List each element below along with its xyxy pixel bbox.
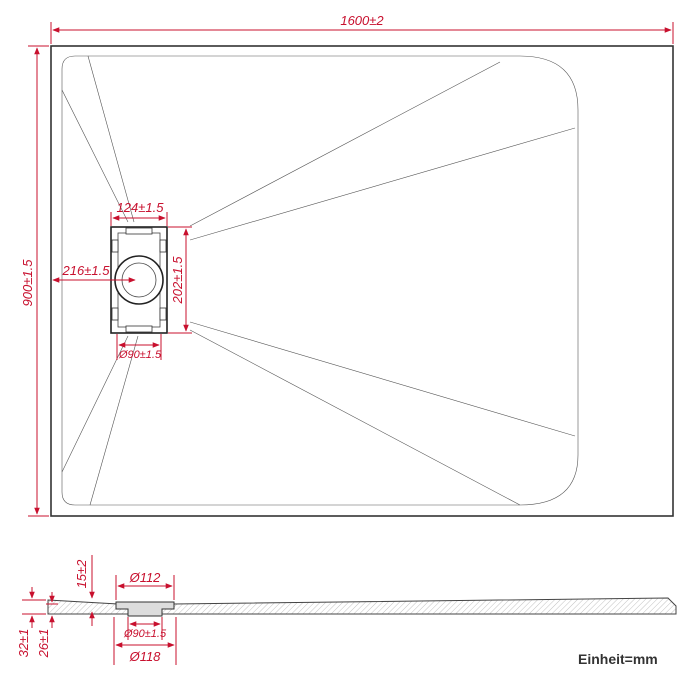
dim-drain-offset-label: 216±1.5 [62, 263, 111, 278]
dim-drain-width-label: 124±1.5 [117, 200, 165, 215]
dim-bottom-hole: Ø90±1.5 [123, 617, 167, 640]
dim-body-height-label: 26±1 [36, 629, 51, 659]
dim-total-height: 32±1 [16, 587, 46, 657]
dim-body-height: 26±1 [36, 592, 58, 658]
dim-length: 1600±2 [50, 13, 674, 44]
dim-length-label: 1600±2 [340, 13, 384, 28]
dim-top-lip: 15±2 [74, 555, 95, 626]
dim-flange: Ø112 [115, 570, 175, 600]
dim-top-lip-label: 15±2 [74, 559, 89, 589]
dim-flange-label: Ø112 [129, 570, 162, 585]
dim-drain-offset: 216±1.5 [52, 263, 136, 283]
dim-width: 900±1.5 [20, 45, 49, 517]
unit-label: Einheit=mm [578, 651, 658, 667]
top-view: 1600±2 900±1.5 124±1.5 202±1.5 216±1.5 [20, 13, 674, 517]
drain-flange [115, 601, 175, 617]
drain-housing [110, 226, 168, 334]
dim-bottom-diameter-label: Ø118 [129, 649, 162, 664]
tray-outline [50, 45, 674, 517]
dim-drain-height: 202±1.5 [168, 226, 192, 334]
dim-drain-hole-label: Ø90±1.5 [118, 349, 162, 361]
dim-drain-hole: Ø90±1.5 [116, 334, 162, 361]
dim-drain-height-label: 202±1.5 [170, 256, 185, 305]
dim-drain-width: 124±1.5 [110, 200, 168, 226]
dim-bottom-diameter: Ø118 [113, 617, 177, 665]
dim-bottom-hole-label: Ø90±1.5 [123, 628, 167, 640]
dim-total-height-label: 32±1 [16, 629, 31, 658]
dim-width-label: 900±1.5 [20, 259, 35, 307]
basin-outline [61, 55, 579, 506]
side-view: 15±2 Ø112 Ø90±1.5 Ø118 [16, 555, 677, 667]
